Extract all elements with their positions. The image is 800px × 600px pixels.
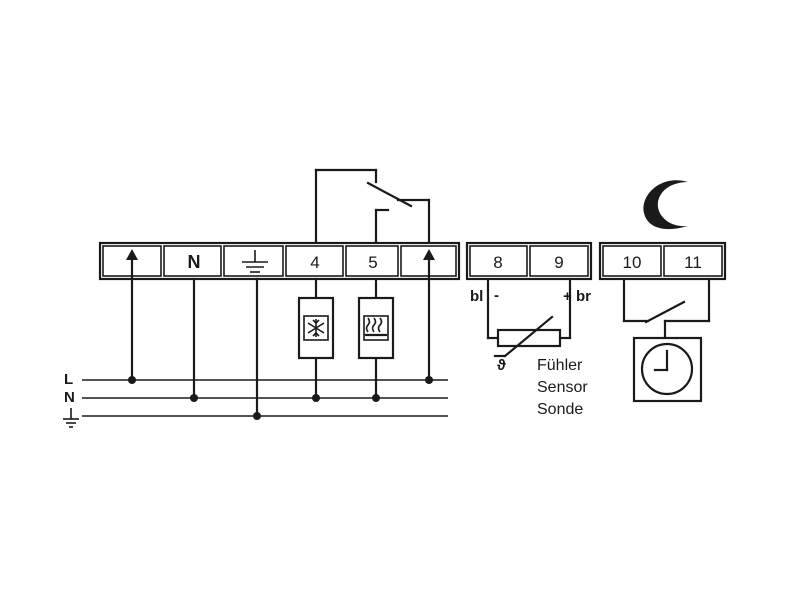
sensor-wire-left-label: bl <box>470 288 483 305</box>
snowflake-icon <box>303 315 329 341</box>
night-setback-terminal-block <box>598 241 727 281</box>
terminal-8-label: 8 <box>493 253 502 272</box>
terminal-9 <box>529 245 589 277</box>
terminal-11 <box>663 245 723 277</box>
line-l-label: L <box>64 371 73 388</box>
terminal-9-label: 9 <box>554 253 563 272</box>
heating-load <box>357 296 395 360</box>
terminal-11-label: 11 <box>684 253 702 272</box>
sensor-minus-label: - <box>494 287 499 304</box>
sensor-wiring <box>486 277 572 358</box>
ntc-sensor <box>496 328 562 348</box>
sensor-label-en: Sensor <box>537 379 588 396</box>
earth-line-icon <box>63 408 79 428</box>
terminal-5-label: 5 <box>368 253 377 272</box>
terminal-8 <box>469 245 528 277</box>
heating-icon <box>363 315 389 341</box>
clock-icon <box>632 336 703 403</box>
moon-icon <box>643 180 688 230</box>
arrow-up-icon <box>423 249 435 260</box>
earth-ground-icon <box>242 250 268 273</box>
terminal-5 <box>345 245 399 277</box>
line-n-label: N <box>64 389 75 406</box>
cooling-load <box>297 296 335 360</box>
terminal-n <box>163 245 222 277</box>
main-terminal-block <box>98 241 461 281</box>
sensor-label-de: Fühler <box>537 357 583 374</box>
terminal-10-label: 10 <box>623 253 642 272</box>
terminal-earth <box>223 245 284 277</box>
terminal-4 <box>285 245 344 277</box>
sensor-plus-label: + <box>563 288 572 305</box>
relay-switch <box>314 168 431 245</box>
sensor-theta-label: ϑ <box>497 357 506 374</box>
terminal-10 <box>602 245 662 277</box>
sensor-label-fr: Sonde <box>537 401 583 418</box>
sensor-terminal-block <box>465 241 593 281</box>
sensor-wire-right-label: br <box>576 288 591 305</box>
terminal-n-label: N <box>188 252 201 272</box>
timer-switch <box>622 277 711 340</box>
terminal-4-label: 4 <box>310 253 319 272</box>
arrow-up-icon <box>126 249 138 260</box>
